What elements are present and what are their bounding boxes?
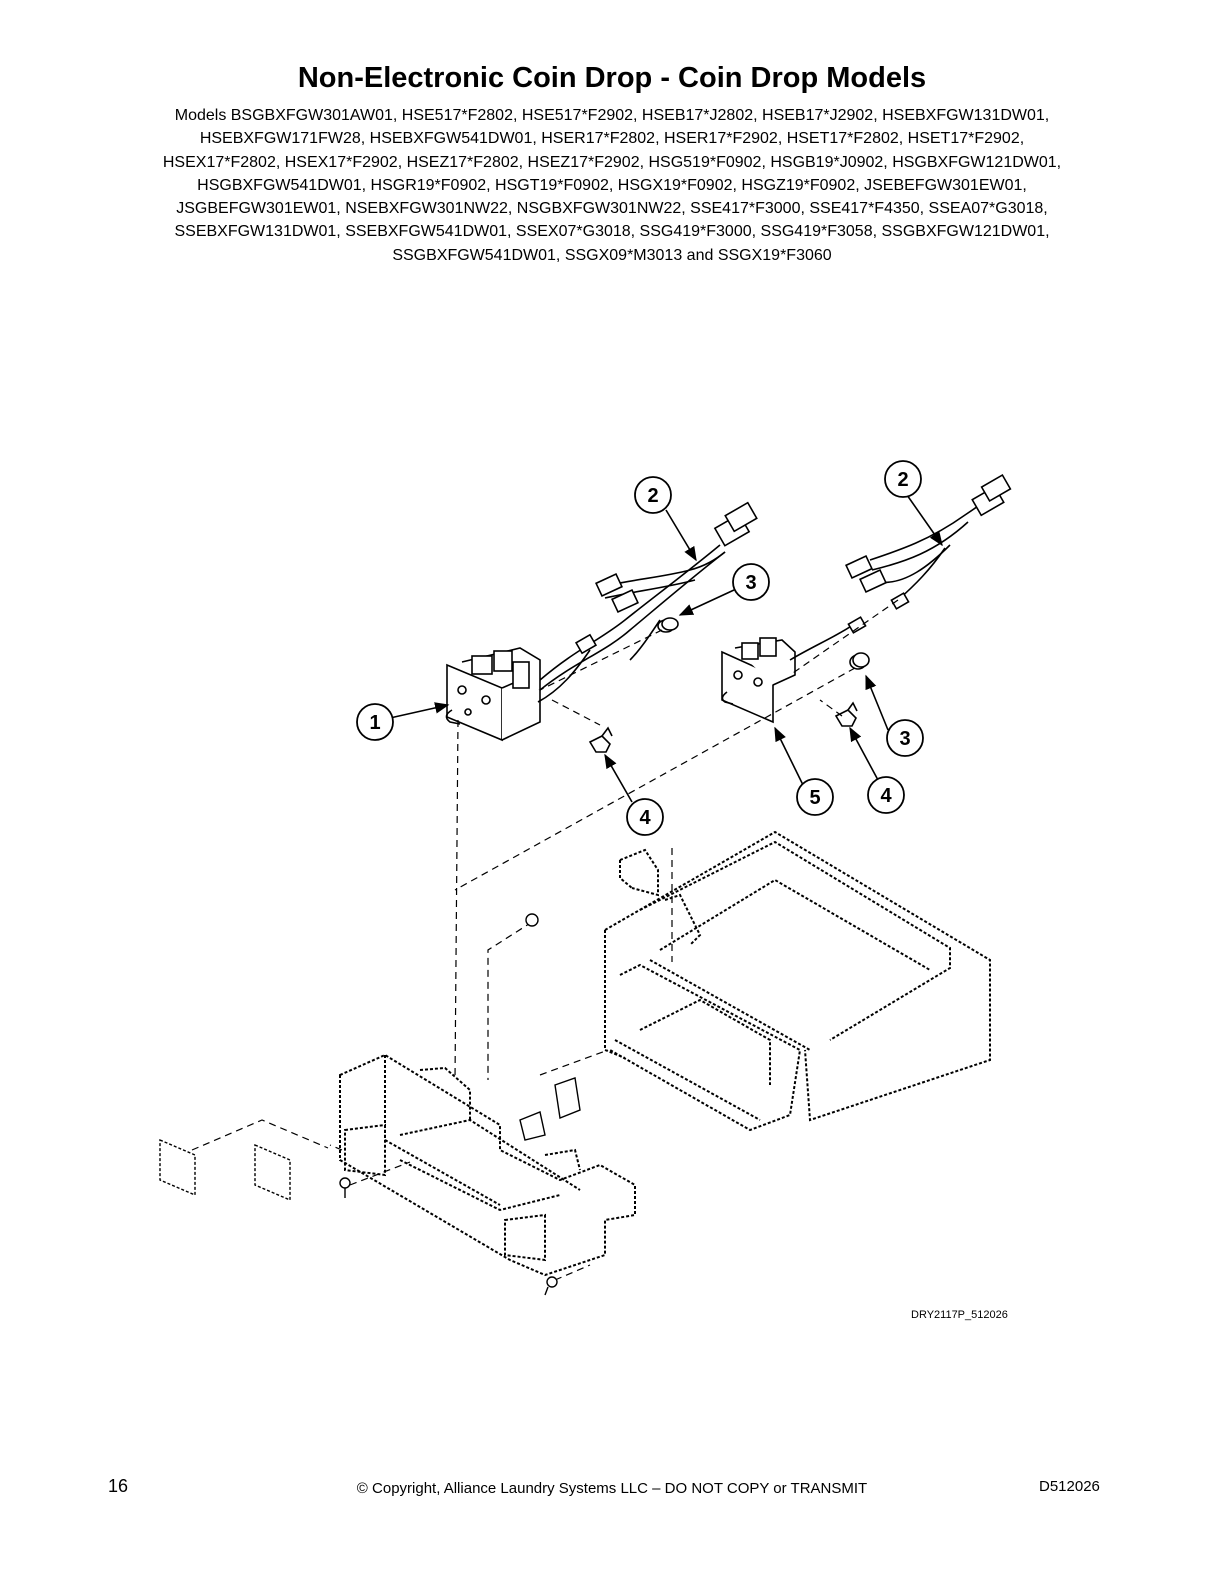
callout-3-right: 3 xyxy=(886,719,924,757)
model-line: HSEX17*F2802, HSEX17*F2902, HSEZ17*F2802… xyxy=(162,153,1062,171)
model-line: Models BSGBXFGW301AW01, HSE517*F2802, HS… xyxy=(174,107,1050,124)
coin-drop-nut-left xyxy=(657,617,679,633)
copyright-notice: © Copyright, Alliance Laundry Systems LL… xyxy=(356,1480,868,1497)
assembly-lines xyxy=(191,599,899,1281)
callout-number: 3 xyxy=(899,728,910,750)
callout-1: 1 xyxy=(356,703,394,741)
model-line: SSEBXFGW131DW01, SSEBXFGW541DW01, SSEX07… xyxy=(174,223,1050,241)
wire-harness-left xyxy=(537,501,758,703)
model-line: HSGBXFGW541DW01, HSGR19*F0902, HSGT19*F0… xyxy=(197,176,1027,194)
callout-3-left: 3 xyxy=(732,563,770,601)
coin-drop-nut-right xyxy=(849,652,870,670)
callout-5: 5 xyxy=(796,778,834,816)
callout-number: 5 xyxy=(809,787,820,809)
document-number: D512026 xyxy=(1039,1478,1100,1495)
model-line: SSGBXFGW541DW01, SSGX09*M3013 and SSGX19… xyxy=(392,246,832,264)
coin-drop-bracket-right xyxy=(721,637,796,724)
callout-number: 1 xyxy=(369,712,380,734)
callout-leaders xyxy=(389,494,943,803)
callout-number: 2 xyxy=(897,469,908,491)
callout-2-left: 2 xyxy=(634,476,672,514)
coin-drop-bracket-left xyxy=(445,647,541,742)
coin-drop-clip-right xyxy=(834,701,858,727)
model-line: JSGBEFGW301EW01, NSEBXFGW301NW22, NSGBXF… xyxy=(176,200,1048,218)
drawing-reference: DRY2117P_512026 xyxy=(911,1309,1008,1321)
page-title: Non-Electronic Coin Drop - Coin Drop Mod… xyxy=(297,62,927,94)
dryer-top-cabinet xyxy=(604,830,991,1132)
control-console-base xyxy=(339,1053,636,1277)
callout-4-left: 4 xyxy=(626,798,664,836)
model-list: Models BSGBXFGW301AW01, HSE517*F2802, HS… xyxy=(100,104,1124,267)
coin-drop-clip-left xyxy=(588,726,613,753)
model-line: HSEBXFGW171FW28, HSEBXFGW541DW01, HSER17… xyxy=(199,130,1025,148)
wire-harness-right xyxy=(789,473,1012,661)
hardware-parts xyxy=(159,913,581,1296)
callout-2-right: 2 xyxy=(884,460,922,498)
callout-number: 3 xyxy=(745,572,756,594)
page-number: 16 xyxy=(108,1476,129,1496)
callout-number: 4 xyxy=(880,785,892,807)
callout-number: 4 xyxy=(639,807,651,829)
callout-4-right: 4 xyxy=(867,776,905,814)
callout-number: 2 xyxy=(647,485,658,507)
